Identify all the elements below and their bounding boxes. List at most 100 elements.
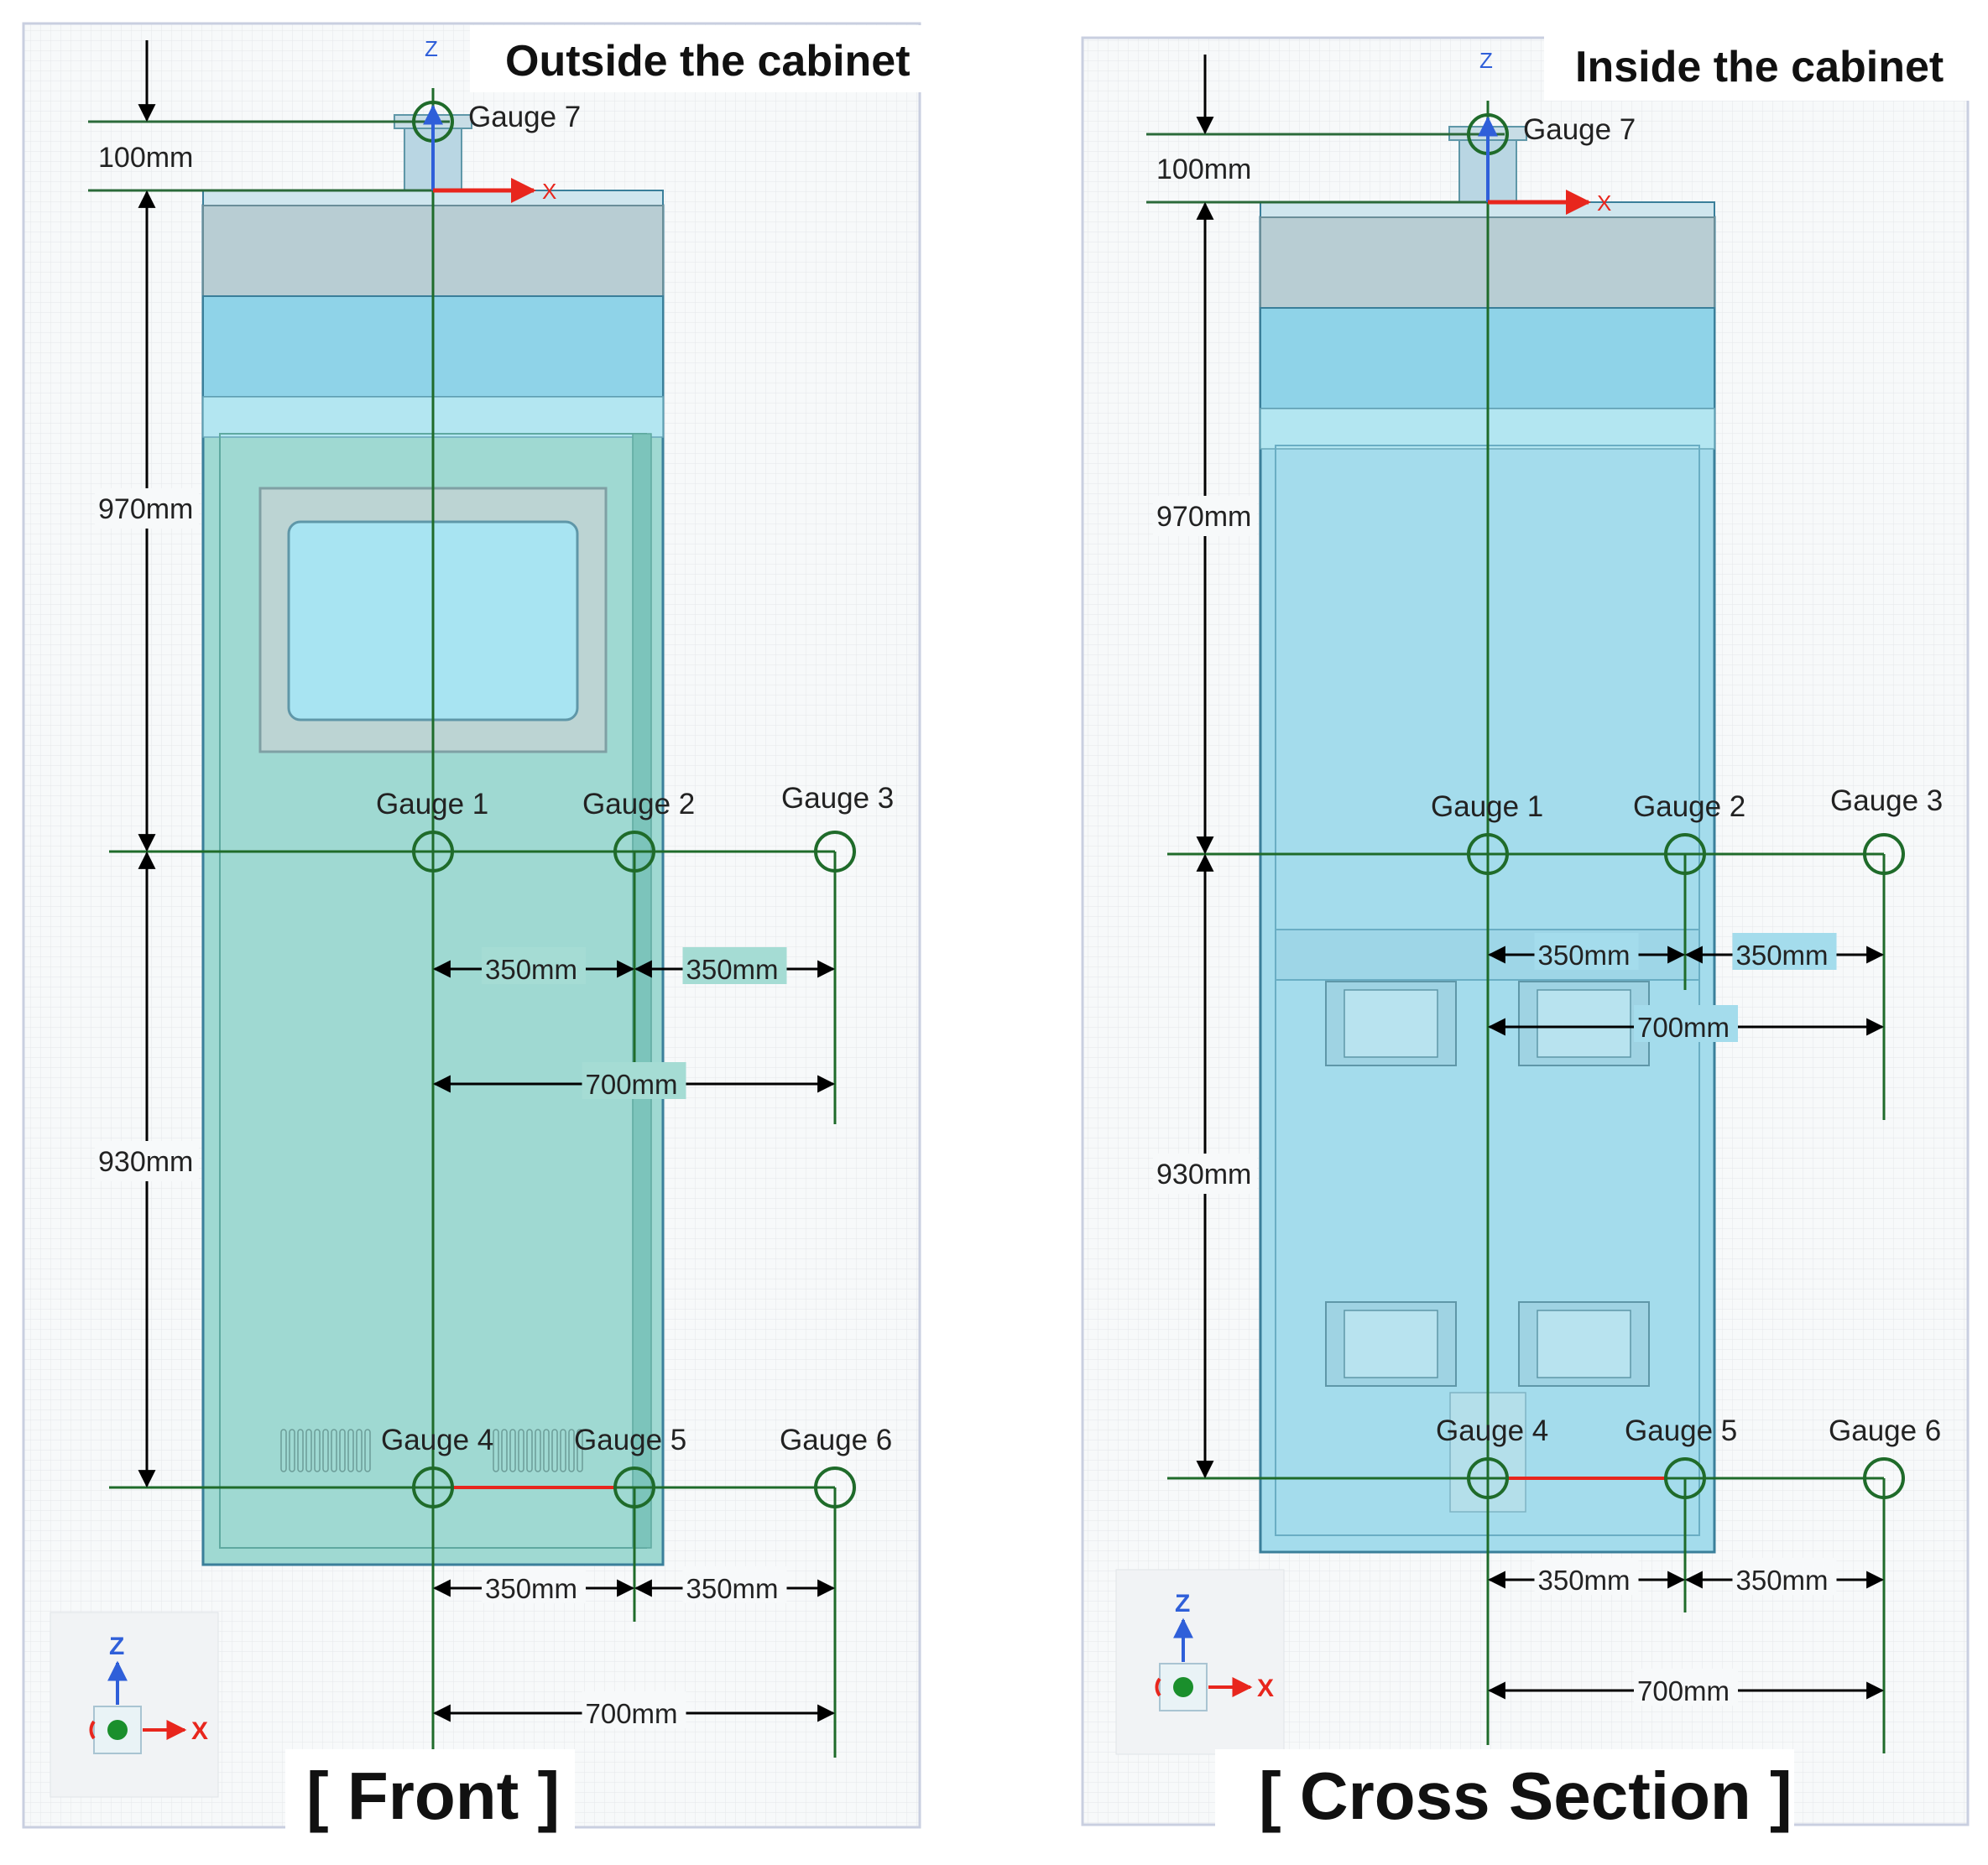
- dim-g1-g3-bot-label: 700mm: [586, 1698, 678, 1729]
- door-hinge-strip: [632, 433, 652, 1549]
- gauge-5-marker: [1664, 1457, 1706, 1499]
- gauge-2-label: Gauge 2: [1633, 790, 1745, 823]
- dim-label-bg: [95, 488, 199, 529]
- view-z-label: Z: [1175, 1590, 1190, 1618]
- inner-component-face: [1537, 989, 1631, 1058]
- dim-g1-g2-bot-label: 350mm: [1538, 1565, 1631, 1596]
- dim-lower-label: 930mm: [1156, 1159, 1251, 1190]
- gauge-3-marker: [1863, 833, 1905, 875]
- title-bg: [1544, 34, 1980, 101]
- gauge-4-marker: [1467, 1457, 1509, 1499]
- gauge-4-marker: [412, 1466, 454, 1508]
- dim-g1-g3-mid-label: 700mm: [1637, 1012, 1730, 1043]
- vent-slot: [347, 1429, 354, 1472]
- vent-slot: [280, 1429, 287, 1472]
- vent-slot: [305, 1429, 312, 1472]
- dim-lower-label: 930mm: [98, 1146, 193, 1178]
- vent-slot: [331, 1429, 337, 1472]
- dim-g1-g2-mid-bg: [482, 947, 586, 984]
- caption-bg: [285, 1749, 575, 1862]
- vent-slot: [560, 1429, 566, 1472]
- dim-label-bg: [1153, 1154, 1257, 1194]
- gauge-6-label: Gauge 6: [1829, 1414, 1941, 1447]
- x-axis-label: X: [542, 179, 556, 204]
- gauge-6-label: Gauge 6: [780, 1424, 892, 1456]
- gauge-2-marker: [1664, 833, 1706, 875]
- vent-slot: [289, 1429, 295, 1472]
- cross-section-panel: Gauge 1 Gauge 2 Gauge 3 Gauge 4 Gauge 5 Gauge…: [1081, 34, 1980, 1862]
- view-origin-dot: [107, 1720, 128, 1740]
- dim-g2-g3-mid-label: 350mm: [1736, 940, 1829, 971]
- gauge-5-marker: [613, 1466, 655, 1508]
- vent-slot: [322, 1429, 329, 1472]
- panel-title: Outside the cabinet: [505, 37, 911, 86]
- inner-component-face: [1344, 1310, 1438, 1378]
- vent-slot: [339, 1429, 346, 1472]
- gauge-6-marker: [1863, 1457, 1905, 1499]
- panel-caption: [ Cross Section ]: [1259, 1758, 1792, 1833]
- dim-g1-g3-mid-bg: [582, 1062, 686, 1099]
- dim-g2-g3-bot-bg: [682, 1566, 787, 1603]
- gauge-5-label: Gauge 5: [574, 1424, 686, 1456]
- vent-slot: [501, 1429, 508, 1472]
- vent-slot: [535, 1429, 541, 1472]
- gauge-1-label: Gauge 1: [1431, 790, 1543, 823]
- dim-g2-g3-bot-label: 350mm: [1736, 1565, 1829, 1596]
- gauge-7-label: Gauge 7: [468, 101, 581, 133]
- dim-upper-label: 970mm: [98, 493, 193, 525]
- vent-slot: [577, 1429, 583, 1472]
- dim-g2-g3-mid-label: 350mm: [686, 954, 779, 985]
- dim-g1-g2-mid-label: 350mm: [1538, 940, 1631, 971]
- caption-bg: [1215, 1749, 1794, 1862]
- gauge-2-marker: [613, 831, 655, 873]
- vent-slot: [526, 1429, 533, 1472]
- gauge-6-marker: [814, 1466, 856, 1508]
- x-axis-label: X: [1597, 190, 1611, 216]
- dim-g1-g3-bot-bg: [1634, 1669, 1738, 1706]
- title-bg: [470, 25, 923, 92]
- view-rotate-left-icon: [89, 1720, 96, 1740]
- vent-slot: [356, 1429, 363, 1472]
- view-z-label: Z: [109, 1633, 124, 1660]
- dim-g1-g3-mid-label: 700mm: [586, 1069, 678, 1100]
- view-triad-box: [1115, 1569, 1285, 1755]
- dim-g1-g2-bot-bg: [1534, 1558, 1639, 1595]
- dim-top-label: 100mm: [1156, 154, 1251, 185]
- inner-component-face: [1537, 1310, 1631, 1378]
- vent-slot: [364, 1429, 371, 1472]
- dim-label-bg: [95, 1141, 199, 1181]
- gauge-3-label: Gauge 3: [1830, 784, 1943, 817]
- gauge-2-label: Gauge 2: [582, 788, 695, 820]
- gauge-4-label: Gauge 4: [1436, 1414, 1548, 1447]
- panel-title: Inside the cabinet: [1575, 43, 1944, 91]
- dim-g1-g2-mid-bg: [1534, 933, 1639, 970]
- dim-top-label: 100mm: [98, 142, 193, 174]
- dim-g2-g3-mid-bg: [1732, 933, 1837, 970]
- dim-g2-g3-mid-bg: [682, 947, 787, 984]
- view-triad-box: [50, 1612, 219, 1798]
- gauge-1-marker: [412, 831, 454, 873]
- vent-slot: [314, 1429, 321, 1472]
- dim-upper-label: 970mm: [1156, 501, 1251, 533]
- vent-slot: [551, 1429, 558, 1472]
- gauge-5-label: Gauge 5: [1625, 1414, 1737, 1447]
- gauge-3-marker: [814, 831, 856, 873]
- dim-g1-g3-mid-bg: [1634, 1005, 1738, 1042]
- view-x-label: X: [191, 1717, 208, 1745]
- dim-g1-g2-mid-label: 350mm: [485, 954, 577, 985]
- panel-caption: [ Front ]: [306, 1758, 560, 1833]
- vent-slot: [493, 1429, 499, 1472]
- vent-slot: [568, 1429, 575, 1472]
- dim-g1-g3-bot-bg: [582, 1691, 686, 1728]
- view-rotate-left-icon: [1155, 1677, 1161, 1697]
- view-origin-dot: [1173, 1677, 1193, 1697]
- dim-g1-g2-bot-label: 350mm: [485, 1573, 577, 1604]
- z-axis-label: Z: [1479, 48, 1493, 73]
- vent-slot: [518, 1429, 524, 1472]
- dim-label-bg: [1153, 496, 1257, 536]
- gauge-4-label: Gauge 4: [381, 1424, 493, 1456]
- dim-g2-g3-bot-bg: [1732, 1558, 1837, 1595]
